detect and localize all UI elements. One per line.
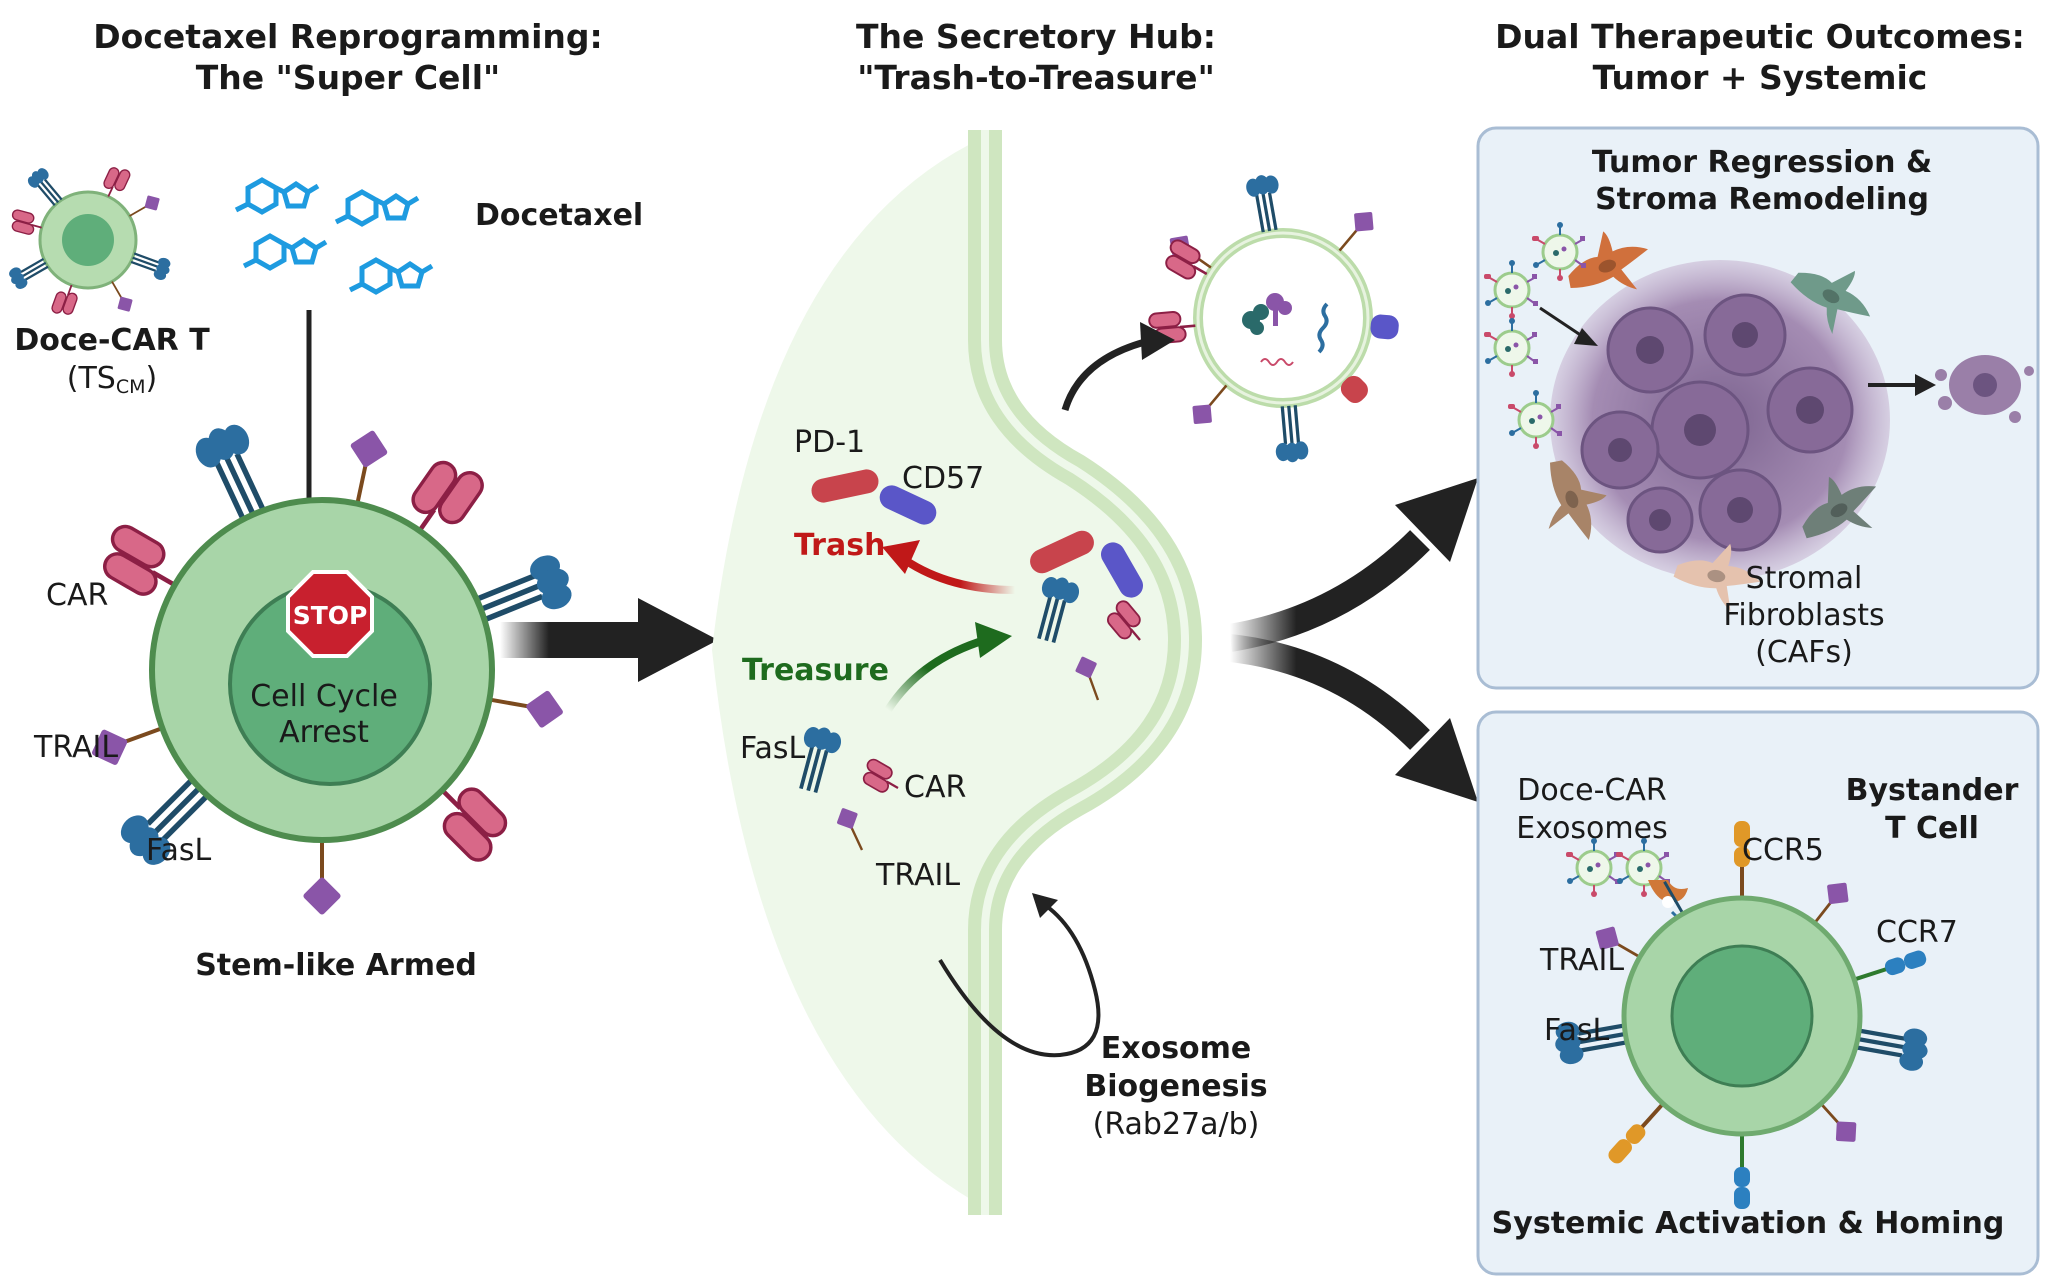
docetaxel-molecules: [236, 180, 432, 292]
exosome-label-line3: (Rab27a/b): [1093, 1107, 1260, 1142]
released-exosome: [1147, 170, 1399, 466]
biogenesis-arrow: [938, 893, 1101, 1058]
small-cell-name: Doce-CAR T: [14, 323, 210, 358]
small-doce-car-t-cell: [4, 162, 175, 319]
label-cd57: CD57: [902, 461, 984, 496]
label-trail: TRAIL: [33, 730, 118, 765]
stop-sign-text: STOP: [293, 601, 368, 630]
exosome-cargo-mirna-icon: [1260, 358, 1294, 366]
panel1-title-line1: Docetaxel Reprogramming:: [93, 17, 602, 56]
panel1-title-line2: The "Super Cell": [196, 58, 501, 97]
label-trail-bystander: TRAIL: [1539, 943, 1624, 978]
exosome-binding-icon: [1648, 880, 1688, 903]
label-car: CAR: [46, 578, 108, 613]
stromal-label-line2: Fibroblasts: [1723, 598, 1884, 633]
label-treasure: Treasure: [742, 653, 889, 688]
exosome-cargo-protein-icon: [1242, 293, 1292, 335]
label-fasl-bystander: FasL: [1544, 1013, 1610, 1048]
split-arrow: [1227, 478, 1478, 802]
panel-1: Docetaxel Reprogramming: The "Super Cell…: [4, 17, 643, 983]
panel3-title-line2: Tumor + Systemic: [1593, 58, 1928, 97]
small-cell-subtitle: (TSCM): [67, 361, 157, 398]
label-fasl: FasL: [146, 833, 212, 868]
box2-caption: Systemic Activation & Homing: [1492, 1206, 2005, 1241]
panel2-title-line1: The Secretory Hub:: [856, 17, 1216, 56]
exosome-label-line2: Biogenesis: [1084, 1069, 1267, 1104]
panel-2: The Secretory Hub: "Trash-to-Treasure": [712, 17, 1399, 1215]
box2-doce-line1: Doce-CAR: [1517, 773, 1667, 808]
docetaxel-label: Docetaxel: [475, 198, 643, 233]
panel2-title-line2: "Trash-to-Treasure": [857, 58, 1215, 97]
arrow-panel1-to-panel2: [500, 598, 718, 682]
plasma-membrane: [968, 130, 1203, 1215]
stop-sign-icon: STOP: [286, 570, 374, 658]
label-ccr7: CCR7: [1876, 915, 1958, 950]
label-trash: Trash: [794, 528, 885, 563]
exosome-cargo-rna-icon: [1317, 302, 1329, 354]
label-ccr5: CCR5: [1742, 833, 1824, 868]
stromal-label-line1: Stromal: [1746, 561, 1863, 596]
tumor-fragment: [1935, 355, 2034, 423]
exosome-release-arrow: [1061, 322, 1175, 412]
secretory-cell-cytoplasm: [712, 130, 1200, 1215]
panel3-title-line1: Dual Therapeutic Outcomes:: [1495, 17, 2025, 56]
panel1-caption: Stem-like Armed: [195, 948, 477, 983]
label-fasl-inner: FasL: [740, 731, 806, 766]
box1-title-line1: Tumor Regression &: [1592, 145, 1932, 180]
exosome-label-line1: Exosome: [1101, 1031, 1252, 1066]
trash-arrow: [882, 540, 1016, 594]
bystander-label-line1: Bystander: [1846, 773, 2019, 808]
box1-title-line2: Stroma Remodeling: [1595, 182, 1929, 217]
exosome-to-tumor-arrow: [1539, 306, 1598, 346]
panel-3: Dual Therapeutic Outcomes: Tumor + Syste…: [1476, 17, 2040, 1276]
label-trail-inner: TRAIL: [875, 858, 960, 893]
regression-arrow: [1868, 374, 1936, 396]
treasure-arrow: [884, 622, 1012, 713]
bystander-label-line2: T Cell: [1885, 811, 1979, 846]
bystander-receptors: [1552, 821, 1932, 1209]
nucleus-label-line2: Arrest: [279, 715, 369, 750]
label-car-inner: CAR: [904, 770, 966, 805]
bystander-t-cell: [1552, 821, 1932, 1209]
stromal-label-line3: (CAFs): [1755, 635, 1853, 670]
label-pd1: PD-1: [794, 425, 865, 460]
super-cell: STOP Cell Cycle Arrest: [82, 418, 578, 918]
tumor-mass: [1550, 260, 1890, 580]
nucleus-label-line1: Cell Cycle: [250, 679, 398, 714]
